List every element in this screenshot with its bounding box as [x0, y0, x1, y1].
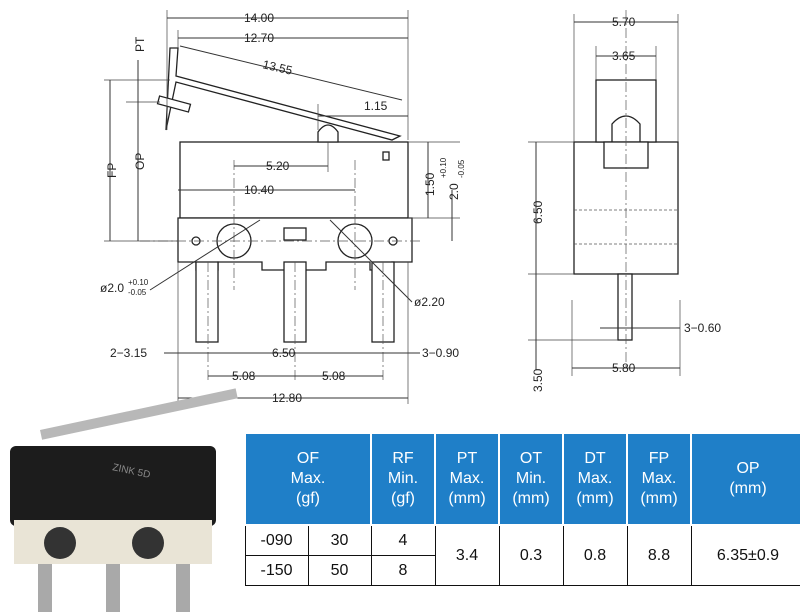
dim-hole-spacing-inner: 5.20	[266, 159, 290, 173]
dim-tol-hole-lower: -0.05	[128, 288, 147, 297]
dim-pin-pitch-a: 5.08	[232, 369, 256, 383]
front-pin-left	[195, 261, 219, 343]
dim-side-base: 5.80	[612, 361, 636, 375]
dim-pt-label: PT	[133, 36, 147, 52]
dim-tol-20-lower: -0.05	[457, 159, 466, 178]
dim-tol-20-upper: +0.10	[439, 157, 448, 178]
dim-pin-pitch-b: 5.08	[322, 369, 346, 383]
side-pin	[617, 273, 633, 341]
dim-pin-pitch-650: 6.50	[272, 346, 296, 360]
cell-rf: 4	[370, 524, 436, 556]
dim-side-width: 5.70	[612, 15, 636, 29]
photo-pin-left	[38, 564, 52, 612]
photo-hole-left	[44, 527, 76, 559]
cell-op: 6.35±0.9	[690, 524, 800, 586]
photo-base	[14, 520, 212, 564]
dim-pin-width-left: 2−3.15	[110, 346, 147, 360]
front-body	[179, 141, 409, 219]
dim-height-150: 1.50	[423, 172, 437, 196]
side-plunger	[611, 115, 641, 143]
photo-body	[10, 446, 216, 526]
dim-tol-hole-upper: +0.10	[128, 278, 149, 287]
dim-lever-length: 12.70	[244, 31, 274, 45]
dim-side-height: 6.50	[531, 200, 545, 224]
cell-rf: 8	[370, 555, 436, 586]
table-row: -090 30 4 3.4 0.3 0.8 8.8 6.35±0.9	[244, 524, 800, 586]
front-lever	[165, 47, 402, 141]
dim-height-20: 2.0	[447, 183, 461, 200]
dim-pin-width-right: 3−0.90	[422, 346, 459, 360]
front-roller	[317, 124, 339, 143]
cell-dt: 0.8	[562, 524, 628, 586]
cell-model: -090	[244, 524, 309, 556]
dim-roller-offset: 1.15	[364, 99, 388, 113]
dim-op-label: OP	[133, 153, 147, 170]
dim-pin-thickness: 3−0.60	[684, 321, 721, 335]
product-photo: ZINK 5D	[10, 388, 238, 612]
dim-hole-spacing-outer: 10.40	[244, 183, 274, 197]
photo-lever	[40, 388, 238, 440]
cell-pt: 3.4	[434, 524, 500, 586]
table-row: -150 50 8	[244, 555, 800, 586]
dim-hole-dia-left: ø2.0	[100, 281, 124, 295]
dim-base-length: 12.80	[272, 391, 302, 405]
front-plunger-marker	[382, 151, 390, 161]
front-view: 14.00 12.70 13.55 1.15 5.20 10.40 PT FP …	[100, 10, 466, 405]
photo-hole-right	[132, 527, 164, 559]
dim-pin-length: 3.50	[531, 368, 545, 392]
dim-lever-diag: 13.55	[261, 57, 294, 77]
header-op: OP(mm)	[690, 432, 800, 526]
photo-pin-right	[176, 564, 190, 612]
dim-side-inner: 3.65	[612, 49, 636, 63]
cell-of: 30	[307, 524, 372, 556]
dim-width-total: 14.00	[244, 11, 274, 25]
dim-hole-dia-right: ø2.20	[414, 295, 445, 309]
front-slot	[283, 227, 307, 241]
photo-pin-mid	[106, 564, 120, 612]
cell-model: -150	[244, 555, 309, 586]
side-view: 5.70 3.65 6.50 3.50 3−0.60 5.80	[528, 10, 721, 392]
cell-of: 50	[307, 555, 372, 586]
cell-ot: 0.3	[498, 524, 564, 586]
cell-fp: 8.8	[626, 524, 692, 586]
front-lever-pin	[156, 95, 192, 113]
dim-fp-label: FP	[105, 163, 119, 178]
